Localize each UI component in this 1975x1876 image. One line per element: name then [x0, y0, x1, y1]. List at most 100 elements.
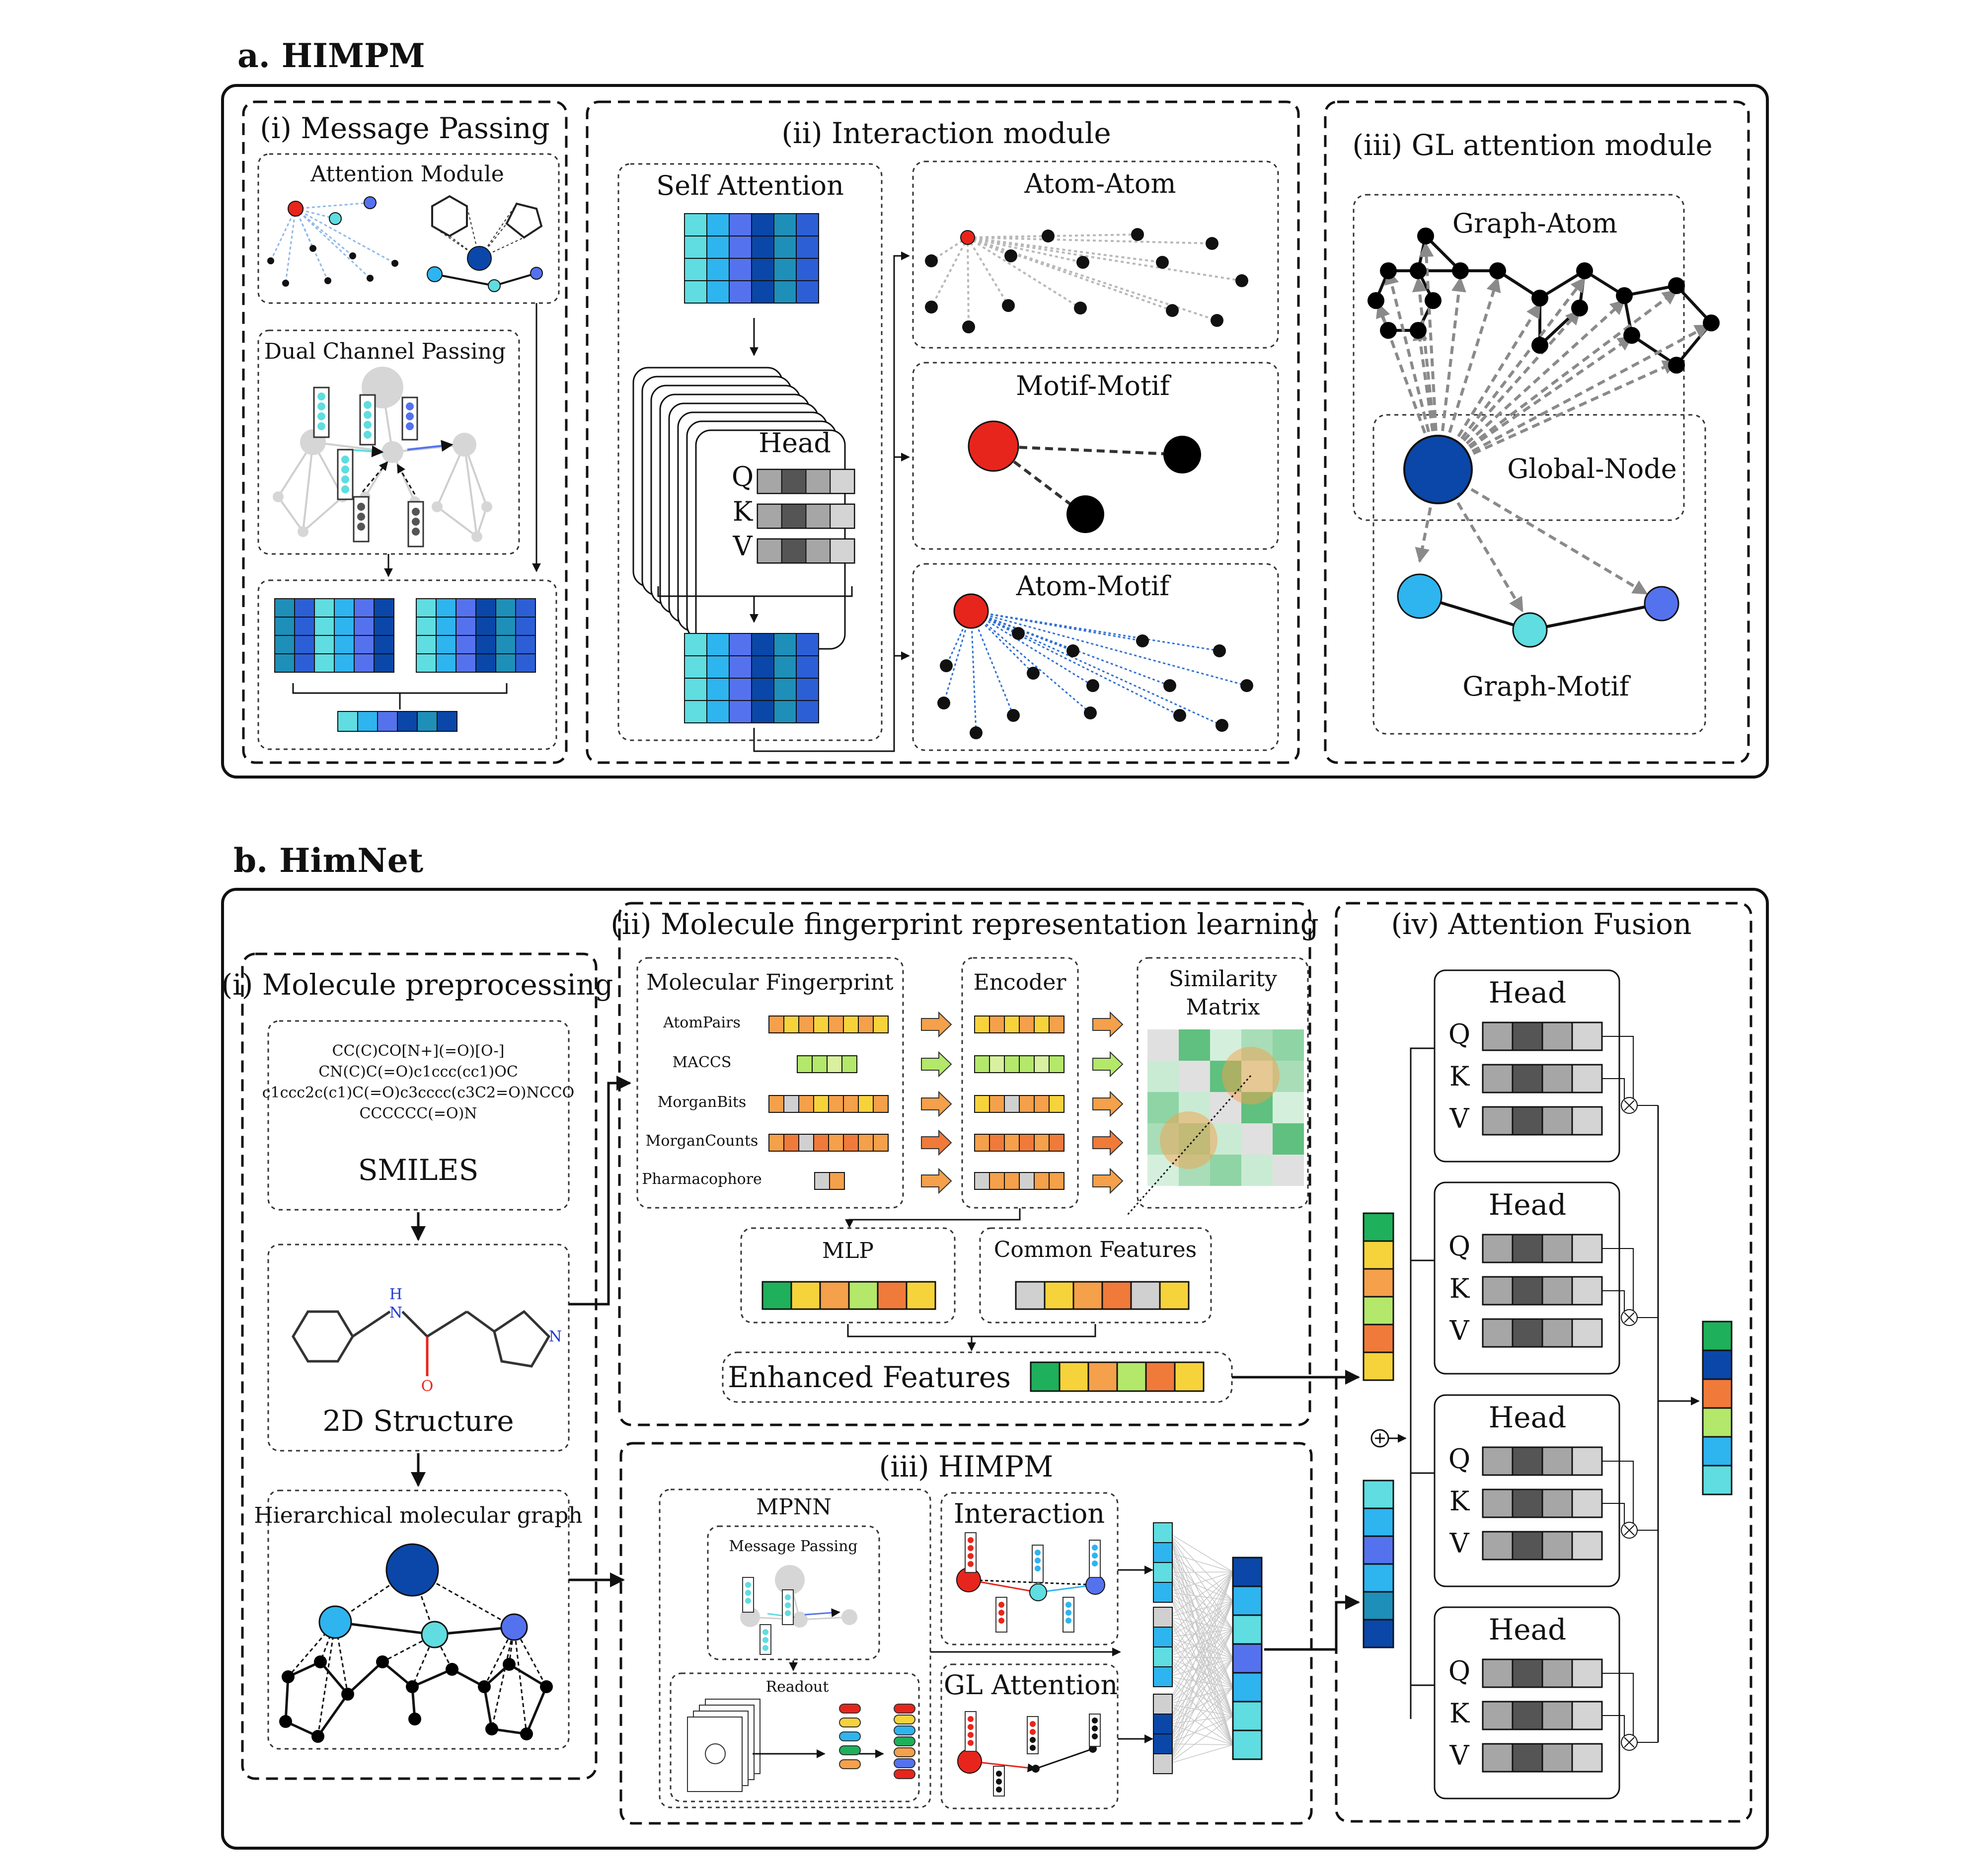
- fusion-qkv-cell: [1512, 1276, 1543, 1306]
- vector-cell: [1363, 1240, 1394, 1270]
- fusion-qkv-label: Q: [1448, 1655, 1470, 1687]
- matrix-cell: [684, 678, 707, 701]
- fusion-qkv-label: Q: [1448, 1018, 1470, 1050]
- similarity-cell: [1273, 1092, 1304, 1123]
- encoder-cell: [1004, 1016, 1020, 1033]
- arrow-shape: [921, 1091, 952, 1117]
- net-edge: [1168, 1716, 1233, 1744]
- matrix-cell: [294, 617, 315, 636]
- matrix-cell: [796, 258, 819, 281]
- enhanced-vector: [1030, 1361, 1205, 1392]
- fingerprint-cell: [843, 1134, 859, 1152]
- net-edge: [1168, 1600, 1233, 1638]
- attention-module-box: [257, 153, 560, 304]
- matrix-cell: [751, 633, 774, 656]
- fusion-qkv-label: Q: [1448, 1443, 1470, 1475]
- net-edge: [1168, 1723, 1233, 1745]
- fusion-output-vector: [1702, 1321, 1733, 1495]
- fingerprint-to-encoder-arrows: [921, 1011, 952, 1194]
- matrix-cell: [684, 280, 707, 304]
- matrix-cell: [334, 617, 355, 636]
- fingerprint-cell: [783, 1095, 799, 1113]
- encoder-cell: [1019, 1055, 1035, 1073]
- b-message-passing-box: [707, 1525, 880, 1660]
- fp-label-atompairs: AtomPairs: [663, 1014, 741, 1031]
- vector-cell: [1363, 1324, 1394, 1353]
- net-edge: [1168, 1571, 1233, 1764]
- matrix-cell: [416, 653, 437, 673]
- matrix-cell: [729, 280, 752, 304]
- panel-b-iv-frame: [1335, 902, 1752, 1823]
- matrix-cell: [706, 678, 730, 701]
- self-attention-box: [617, 163, 883, 741]
- fingerprint-cell: [873, 1095, 889, 1113]
- matrix-cell: [773, 655, 797, 679]
- self-attention-input-matrix: [684, 213, 819, 304]
- fusion-qkv-cell: [1482, 1318, 1514, 1348]
- attention-graph-right: [427, 195, 543, 292]
- fingerprint-cell: [813, 1095, 829, 1113]
- atom-atom-box: [912, 160, 1279, 349]
- arrow-shape: [1092, 1051, 1124, 1078]
- fusion-qkv-label: K: [1449, 1061, 1470, 1092]
- matrix-cell: [729, 633, 752, 656]
- net-edge: [1168, 1571, 1233, 1593]
- matrix-cell: [684, 213, 707, 236]
- matrix-cell: [495, 598, 516, 618]
- matrix-cell: [751, 258, 774, 281]
- vector-cell: [337, 711, 358, 732]
- dual-channel-graph: [277, 387, 488, 538]
- section-a-frame: [221, 84, 1769, 779]
- fp-label-morgancounts: MorganCounts: [646, 1132, 759, 1150]
- matrix-cell: [475, 635, 496, 654]
- readout-box: [670, 1672, 920, 1802]
- net-edge: [1168, 1572, 1233, 1630]
- fusion-qkv-cell: [1512, 1531, 1543, 1561]
- encoder-bars: [974, 1016, 1064, 1190]
- fusion-qkv-cell: [1541, 1531, 1573, 1561]
- encoder-cell: [1034, 1095, 1050, 1113]
- vector-cell: [1363, 1563, 1394, 1593]
- fusion-input-rail: [1410, 1047, 1436, 1719]
- fusion-qkv-label: Q: [1448, 1231, 1470, 1262]
- net-edge: [1168, 1592, 1233, 1630]
- panel-a-iii-frame: [1324, 100, 1750, 764]
- encoder-cell: [974, 1016, 990, 1033]
- hierarchical-graph-box: [267, 1489, 570, 1750]
- net-edge: [1168, 1629, 1233, 1724]
- vector-cell: [1702, 1465, 1733, 1495]
- readout-pill: [894, 1704, 915, 1714]
- fusion-qkv-cell: [1571, 1276, 1603, 1306]
- enhanced-box: [722, 1351, 1233, 1403]
- matrix-cell: [796, 655, 819, 679]
- vector-cell: [790, 1281, 821, 1310]
- smiles-line-1: CC(C)CO[N+](=O)[O-]: [332, 1042, 505, 1060]
- vector-cell: [1363, 1535, 1394, 1565]
- fusion-qkv-cell: [1482, 1531, 1514, 1561]
- graph-atom-nodes: [1367, 228, 1720, 374]
- matrix-cell: [773, 235, 797, 259]
- matrix-cell: [475, 598, 496, 618]
- atom-atom-label: Atom-Atom: [1024, 168, 1176, 199]
- fusion-qkv-cell: [1482, 1021, 1514, 1051]
- fusion-qkv-cell: [1541, 1743, 1573, 1773]
- fusion-connector: [1602, 1673, 1634, 1736]
- global-node-label: Global-Node: [1507, 453, 1676, 484]
- encoder-cell: [1004, 1172, 1020, 1190]
- matrix-cell: [374, 635, 394, 654]
- net-edge: [1168, 1552, 1233, 1688]
- readout-pill: [894, 1769, 915, 1779]
- fusion-qkv-cell: [1571, 1106, 1603, 1136]
- net-edge: [1168, 1629, 1233, 1638]
- matrix-cell: [495, 653, 516, 673]
- arrow-encoder-to-mlp: [845, 1208, 1021, 1228]
- fusion-qkv-cell: [1571, 1743, 1603, 1773]
- fingerprint-cell: [873, 1016, 889, 1033]
- matrix-cell: [436, 598, 456, 618]
- net-edge: [1168, 1592, 1233, 1659]
- net-cell: [1232, 1701, 1263, 1731]
- hierarchical-graph: [279, 1543, 553, 1743]
- matrix-cell: [456, 653, 476, 673]
- encoder-to-similarity-arrows: [1092, 1011, 1124, 1194]
- fusion-head-label: Head: [1489, 1188, 1567, 1222]
